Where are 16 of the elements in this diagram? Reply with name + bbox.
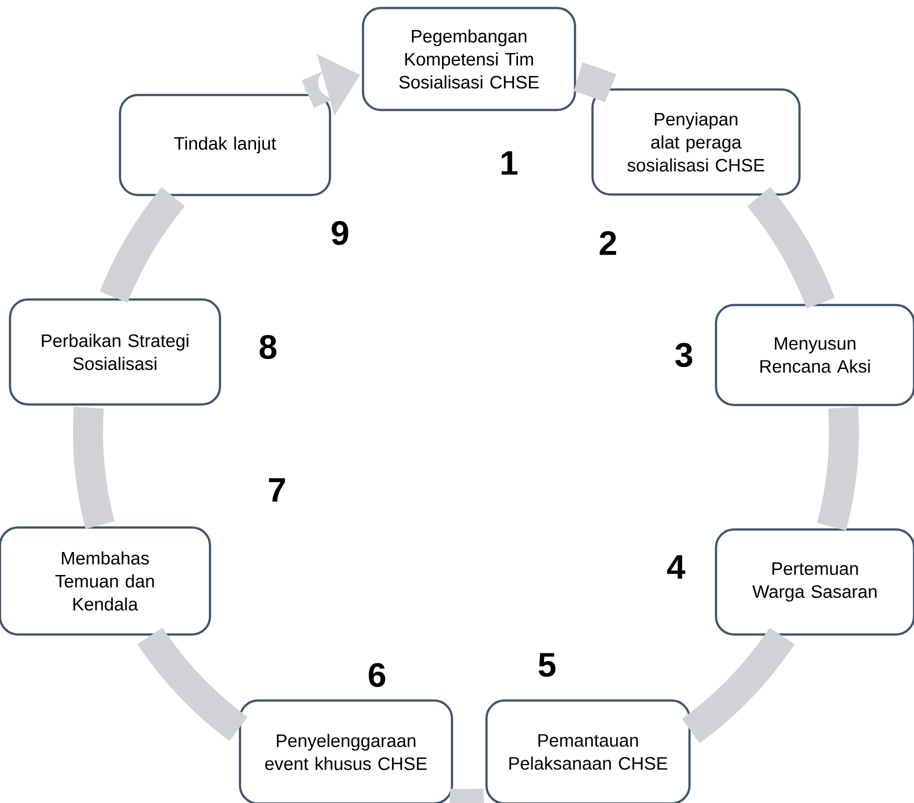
process-box: Perbaikan Strategi Sosialisasi (8, 298, 222, 406)
process-box: Pertemuan Warga Sasaran (714, 528, 914, 636)
process-box: Membahas Temuan dan Kendala (0, 526, 212, 636)
step-number: 1 (502, 151, 518, 175)
step-number: 9 (332, 220, 348, 246)
process-box: Tindak lanjut (118, 94, 332, 196)
process-box: Pemantauan Pelaksanaan CHSE (485, 699, 691, 803)
step-number: 8 (260, 334, 276, 360)
step-number: 2 (600, 231, 616, 255)
process-box: Penyelenggaraan event khusus CHSE (238, 699, 454, 803)
process-box: Penyiapan alat peraga sosialisasi CHSE (591, 88, 801, 196)
process-box: Pegembangan Kompetensi Tim Sosialisasi CHSE (362, 6, 576, 112)
step-number: 5 (538, 653, 556, 677)
process-box: Menyusun Rencana Aksi (714, 304, 914, 406)
step-number: 7 (269, 478, 285, 502)
step-number: 6 (368, 662, 386, 688)
